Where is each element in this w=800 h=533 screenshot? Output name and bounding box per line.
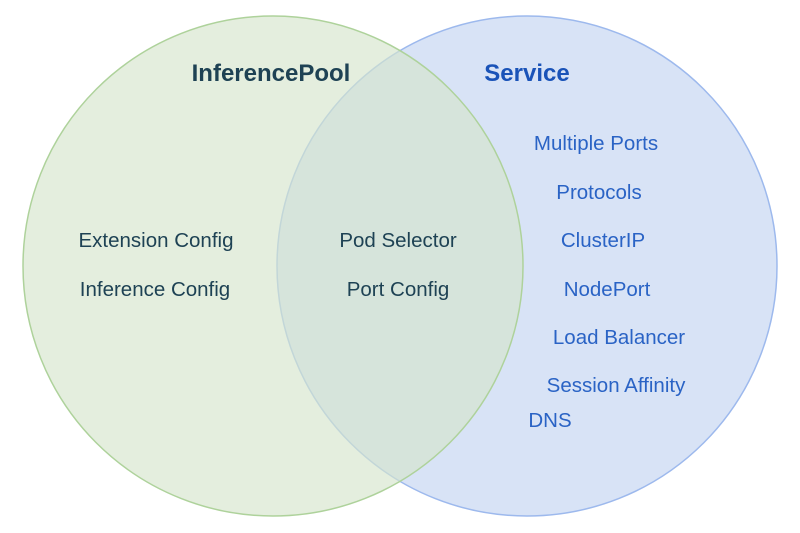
label-multiple-ports: Multiple Ports — [533, 131, 659, 155]
label-clusterip: ClusterIP — [560, 228, 646, 252]
label-load-balancer: Load Balancer — [552, 325, 686, 349]
label-port-config: Port Config — [346, 277, 450, 301]
inferencepool-title: InferencePool — [191, 60, 351, 87]
label-pod-selector: Pod Selector — [339, 228, 457, 252]
inferencepool-circle — [22, 15, 524, 517]
label-session-affinity: Session Affinity — [546, 373, 686, 397]
label-nodeport: NodePort — [563, 277, 651, 301]
service-title: Service — [484, 60, 570, 87]
label-extension-config: Extension Config — [78, 228, 234, 252]
label-inference-config: Inference Config — [79, 277, 231, 301]
label-protocols: Protocols — [556, 180, 642, 204]
label-dns: DNS — [528, 408, 572, 432]
